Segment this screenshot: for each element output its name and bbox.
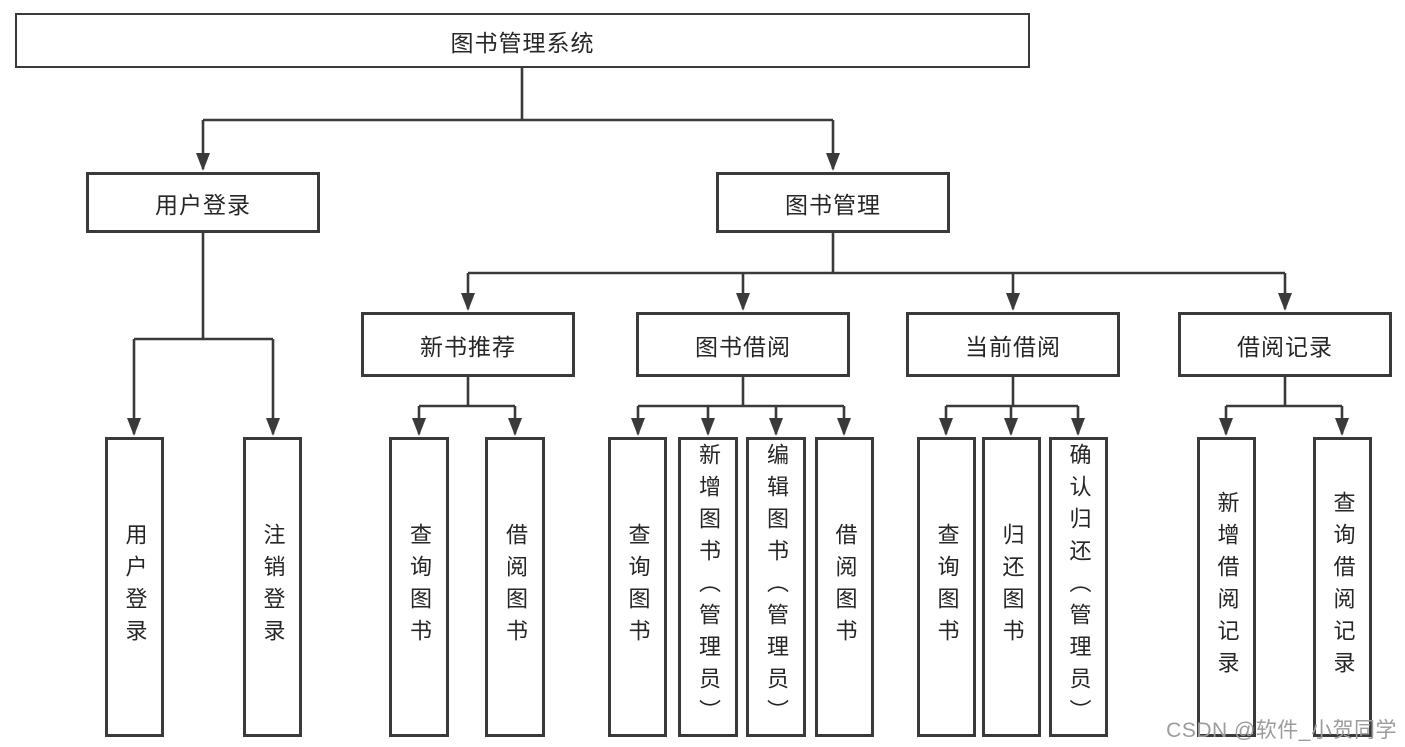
node-new-book-recommend: 新书推荐	[361, 312, 575, 377]
leaf-query-books-borrow: 查询图书	[608, 437, 667, 737]
node-library-management-system: 图书管理系统	[15, 13, 1030, 68]
leaf-confirm-return-admin: 确认归还（管理员）	[1049, 437, 1108, 737]
connector-login-to-leaves	[127, 233, 280, 436]
connector-borrow-to-leaves	[631, 377, 851, 436]
leaf-label: 借阅图书	[832, 523, 858, 651]
node-borrow-record: 借阅记录	[1178, 312, 1392, 377]
connector-mgmt-to-level3	[461, 233, 1292, 311]
leaf-label: 用户登录	[122, 523, 148, 651]
csdn-watermark: CSDN @软件_小贺同学	[1166, 719, 1397, 742]
node-book-management: 图书管理	[716, 172, 950, 233]
leaf-label: 查询借阅记录	[1330, 491, 1356, 683]
leaf-label: 归还图书	[999, 523, 1025, 651]
leaf-add-books-admin: 新增图书（管理员）	[678, 437, 738, 737]
node-current-borrow: 当前借阅	[906, 312, 1120, 377]
leaf-edit-books-admin: 编辑图书（管理员）	[746, 437, 806, 737]
leaf-add-borrow-record: 新增借阅记录	[1197, 437, 1256, 737]
leaf-label: 注销登录	[260, 523, 286, 651]
leaf-label: 确认归还（管理员）	[1066, 443, 1092, 731]
leaf-label: 编辑图书（管理员）	[764, 443, 789, 731]
leaf-label: 查询图书	[934, 523, 960, 651]
leaf-label: 借阅图书	[503, 523, 528, 651]
leaf-label: 新增借阅记录	[1214, 491, 1240, 683]
leaf-logout: 注销登录	[243, 437, 302, 737]
connector-root-to-level2	[196, 68, 840, 171]
leaf-borrow-books-recommend: 借阅图书	[485, 437, 545, 737]
node-user-login: 用户登录	[86, 172, 320, 233]
leaf-label: 查询图书	[625, 523, 651, 651]
leaf-return-books: 归还图书	[982, 437, 1041, 737]
connector-current-to-leaves	[939, 377, 1085, 436]
leaf-query-books-recommend: 查询图书	[389, 437, 449, 737]
leaf-user-login: 用户登录	[105, 437, 164, 737]
leaf-borrow-books: 借阅图书	[815, 437, 874, 737]
leaf-label: 查询图书	[407, 523, 432, 651]
leaf-query-borrow-record: 查询借阅记录	[1313, 437, 1372, 737]
node-book-borrow: 图书借阅	[636, 312, 850, 377]
leaf-query-books-current: 查询图书	[917, 437, 976, 737]
connector-record-to-leaves	[1219, 377, 1349, 436]
leaf-label: 新增图书（管理员）	[696, 443, 721, 731]
connector-newbook-to-leaves	[412, 377, 522, 436]
